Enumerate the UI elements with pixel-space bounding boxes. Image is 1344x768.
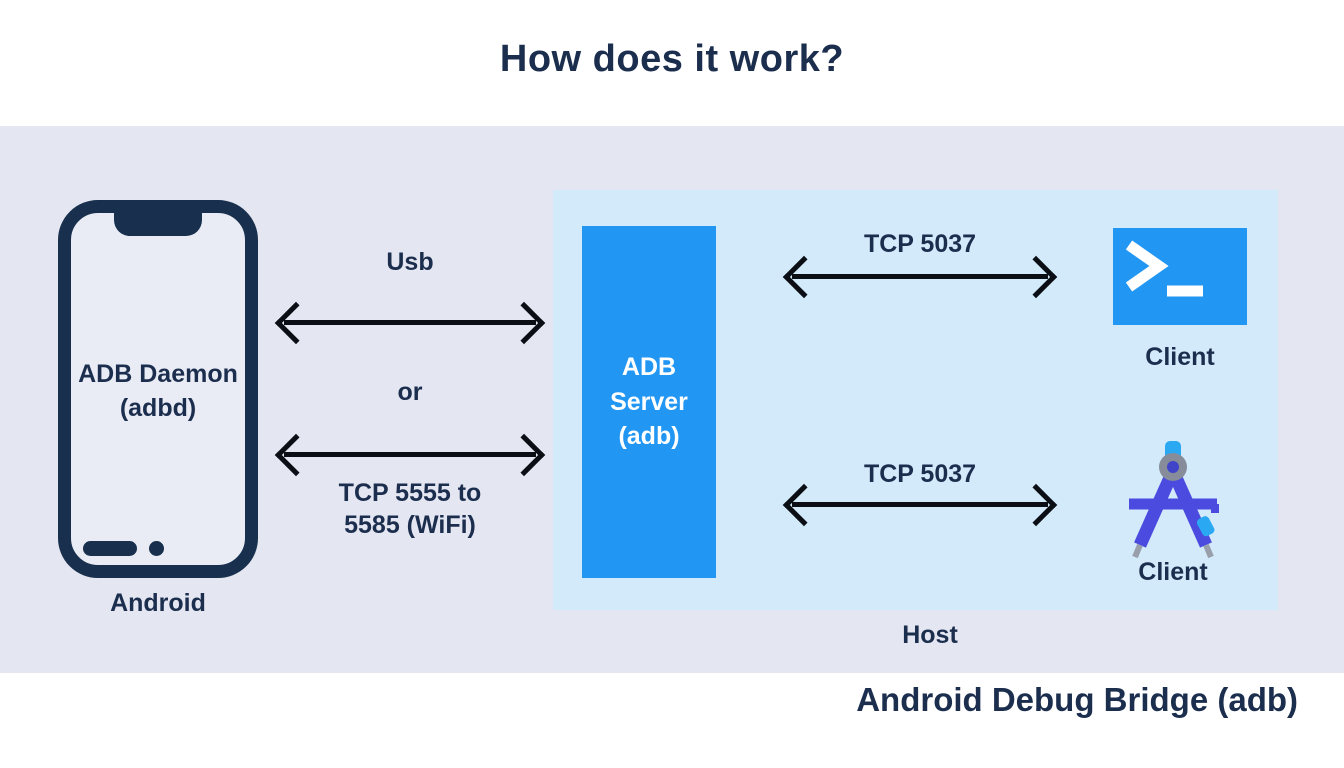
wifi-label: TCP 5555 to 5585 (WiFi)	[270, 477, 550, 541]
wifi-label-line1: TCP 5555 to	[338, 479, 482, 507]
tcp-5037-arrow-bottom-icon	[792, 502, 1048, 507]
android-studio-compass-icon	[1129, 441, 1219, 559]
client-android-studio-label: Client	[1138, 558, 1208, 586]
wifi-label-line2: 5585 (WiFi)	[344, 511, 476, 539]
adb-daemon-line1: ADB Daemon	[78, 360, 238, 388]
terminal-icon	[1113, 228, 1247, 325]
host-label: Host	[902, 621, 958, 649]
page-title: How does it work?	[499, 38, 845, 80]
usb-label: Usb	[386, 248, 434, 276]
phone-notch-icon	[114, 211, 202, 236]
adb-daemon-line2: (adbd)	[119, 393, 197, 422]
adb-server-box: ADB Server (adb)	[582, 226, 716, 578]
android-studio-icon	[1125, 441, 1221, 559]
client-terminal-label: Client	[1145, 343, 1215, 371]
phone-home-pill-icon	[83, 541, 137, 556]
footer-title: Android Debug Bridge (adb)	[856, 681, 1298, 718]
adb-server-line1: ADB	[621, 353, 677, 382]
android-caption: Android	[110, 589, 206, 617]
usb-bidirectional-arrow-icon	[284, 320, 536, 325]
tcp-5037-label-bottom: TCP 5037	[863, 460, 977, 488]
adb-server-line3: (adb)	[618, 422, 680, 451]
wifi-bidirectional-arrow-icon	[284, 452, 536, 457]
phone-home-dot-icon	[149, 541, 164, 556]
android-phone-icon: ADB Daemon (adbd)	[58, 200, 258, 578]
terminal-glyph-icon	[1125, 240, 1203, 297]
or-label: or	[397, 378, 423, 406]
adb-server-line2: Server	[610, 387, 688, 416]
tcp-5037-label-top: TCP 5037	[863, 230, 977, 258]
adb-daemon-label: ADB Daemon (adbd)	[71, 358, 245, 426]
tcp-5037-arrow-top-icon	[792, 274, 1048, 279]
